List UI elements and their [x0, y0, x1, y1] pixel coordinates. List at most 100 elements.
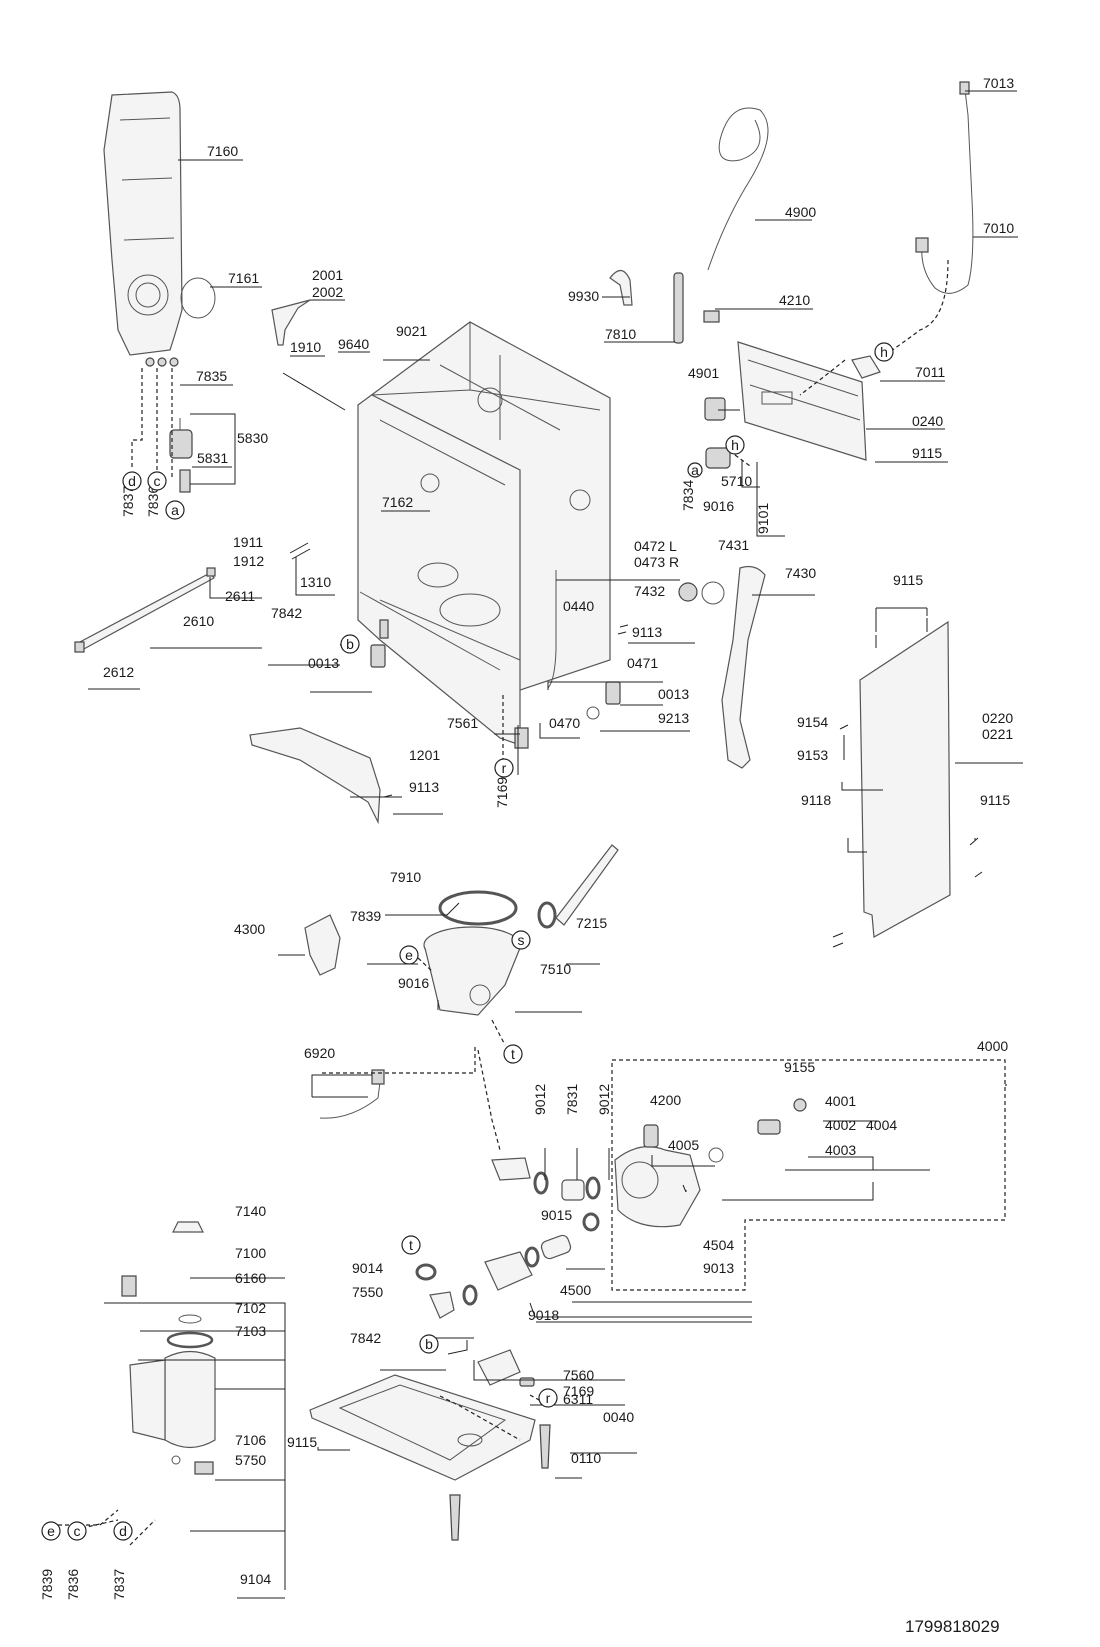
part-1310-strip: [289, 542, 311, 560]
label-7834: 7834: [680, 480, 696, 511]
label-4000: 4000: [977, 1038, 1008, 1054]
label-9154: 9154: [797, 714, 828, 730]
label-7106: 7106: [235, 1432, 266, 1448]
label-5831: 5831: [197, 450, 228, 466]
svg-text:b: b: [346, 636, 354, 652]
part-7160-side-panel: [103, 91, 183, 367]
svg-text:a: a: [171, 502, 179, 518]
part-4500-trap: [484, 1251, 533, 1291]
label-2001: 2001: [312, 267, 343, 283]
dashed-callout-lines: [44, 259, 1007, 1546]
label-1201: 1201: [409, 747, 440, 763]
label-0013a: 0013: [308, 655, 339, 671]
label-0440: 0440: [563, 598, 594, 614]
part-5710-valve: [705, 447, 731, 469]
label-0473: 0473 R: [634, 554, 679, 570]
part-7550-elbow: [429, 1291, 455, 1319]
label-1911: 1911: [233, 534, 263, 550]
callout-r-bottom: r: [538, 1388, 558, 1408]
label-7161: 7161: [228, 270, 259, 286]
callout-letters: d c a h a h b r e s t t b r e c d: [41, 342, 894, 1541]
label-2612: 2612: [103, 664, 134, 680]
part-5830-valve: [169, 418, 193, 493]
label-4200: 4200: [650, 1092, 681, 1108]
part-0440-tube: [547, 570, 557, 689]
part-7831-sleeve: [561, 1179, 585, 1201]
label-7910: 7910: [390, 869, 421, 885]
part-0110-foot: [539, 1424, 551, 1469]
label-5710: 5710: [721, 473, 752, 489]
label-0110: 0110: [571, 1450, 601, 1466]
label-4300: 4300: [234, 921, 265, 937]
part-7810-spring: [673, 272, 684, 344]
part-9014-clamp: [415, 1263, 437, 1281]
label-9930: 9930: [568, 288, 599, 304]
svg-text:r: r: [502, 760, 507, 776]
label-1310: 1310: [300, 574, 331, 590]
label-7010: 7010: [983, 220, 1014, 236]
part-0013-hinge-right: [605, 681, 621, 705]
part-4901-sensor: [704, 397, 726, 421]
label-7215: 7215: [576, 915, 607, 931]
svg-text:h: h: [731, 437, 739, 453]
label-6311: 6311: [563, 1391, 593, 1407]
label-9018: 9018: [528, 1307, 559, 1323]
label-7430: 7430: [785, 565, 816, 581]
callout-b-top: b: [340, 634, 360, 654]
label-7103: 7103: [235, 1323, 266, 1339]
document-number: 1799818029: [905, 1617, 1000, 1636]
label-5830: 5830: [237, 430, 268, 446]
label-0471: 0471: [627, 655, 658, 671]
label-1912: 1912: [233, 553, 264, 569]
part-9012-clamp-b: [585, 1176, 601, 1200]
label-9013: 9013: [703, 1260, 734, 1276]
leader-lines: [88, 90, 1023, 1599]
label-2610: 2610: [183, 613, 214, 629]
part-6311-pin: [519, 1377, 535, 1387]
label-7835: 7835: [196, 368, 227, 384]
label-1910: 1910: [290, 339, 321, 355]
label-9012a: 9012: [532, 1084, 548, 1115]
svg-text:r: r: [546, 1390, 551, 1406]
label-9014: 9014: [352, 1260, 383, 1276]
label-9115c: 9115: [980, 792, 1010, 808]
label-7560: 7560: [563, 1367, 594, 1383]
label-2611: 2611: [225, 588, 255, 604]
part-4000-pump-group: [614, 1098, 807, 1228]
callout-d-bottom: d: [113, 1521, 133, 1541]
label-0221: 0221: [982, 726, 1013, 742]
label-7831: 7831: [564, 1084, 580, 1115]
svg-text:h: h: [880, 344, 888, 360]
callout-e-sump: e: [399, 945, 419, 965]
label-9021: 9021: [396, 323, 427, 339]
part-9013-clamp: [524, 1246, 540, 1268]
svg-text:e: e: [405, 947, 413, 963]
label-4504: 4504: [703, 1237, 734, 1253]
label-4004: 4004: [866, 1117, 897, 1133]
label-9113a: 9113: [632, 624, 662, 640]
label-7837b: 7837: [111, 1569, 127, 1600]
part-7010-hose: [921, 89, 974, 294]
part-7013-cap: [959, 81, 970, 95]
part-7510-sump: [423, 926, 521, 1016]
part-4900-cable: [707, 107, 769, 271]
part-7910-ring: [438, 890, 518, 926]
label-7810: 7810: [605, 326, 636, 342]
label-7160: 7160: [207, 143, 238, 159]
callout-e-bottom: e: [41, 1521, 61, 1541]
callout-h-top: h: [874, 342, 894, 362]
label-9640: 9640: [338, 336, 369, 352]
label-7432: 7432: [634, 583, 665, 599]
part-7162-tub: [357, 321, 611, 749]
label-7839a: 7839: [350, 908, 381, 924]
part-4210-clip: [703, 310, 720, 323]
callout-b-bottom: b: [419, 1334, 439, 1354]
label-0472: 0472 L: [634, 538, 677, 554]
label-4500: 4500: [560, 1282, 591, 1298]
label-7510: 7510: [540, 961, 571, 977]
svg-text:t: t: [511, 1046, 515, 1062]
label-9115b: 9115: [893, 572, 923, 588]
part-4300-heater: [304, 914, 341, 976]
label-4901: 4901: [688, 365, 719, 381]
label-9016b: 9016: [398, 975, 429, 991]
